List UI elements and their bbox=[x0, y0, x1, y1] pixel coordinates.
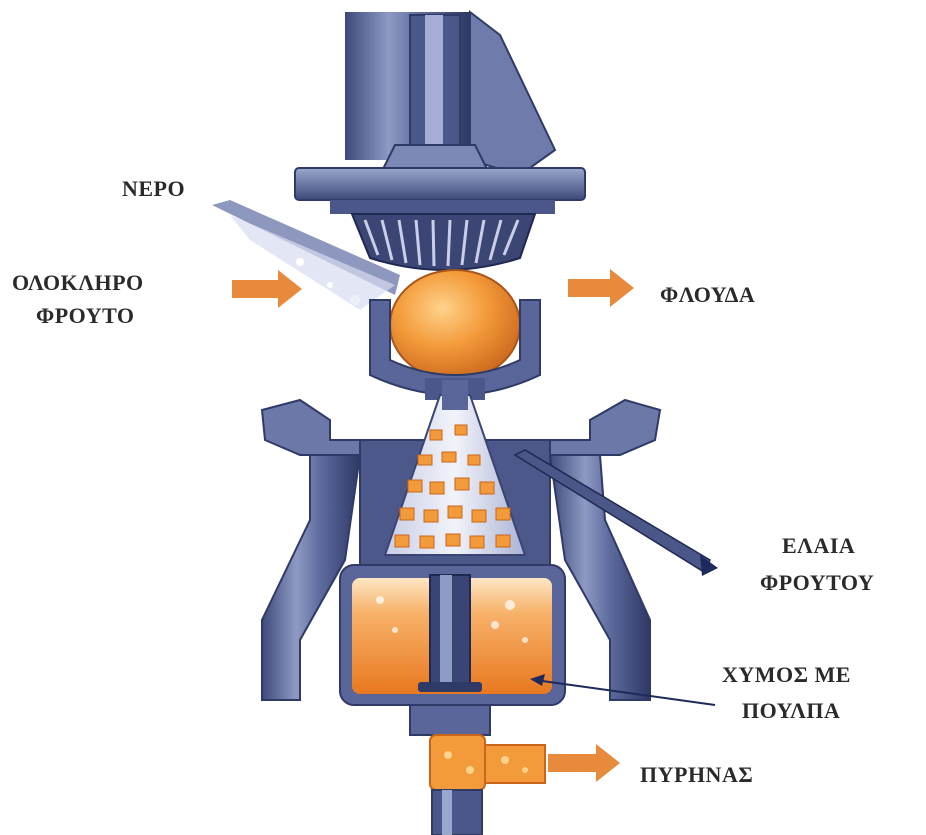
arrow-right-icon bbox=[548, 744, 620, 782]
label-oil-1: ΕΛΑΙΑ bbox=[782, 533, 855, 558]
label-core: ΠΥΡΗΝΑΣ bbox=[640, 762, 753, 787]
core-tube bbox=[410, 705, 545, 835]
label-water: ΝΕΡΟ bbox=[122, 176, 185, 201]
feed-column bbox=[345, 12, 555, 175]
label-whole-fruit-2: ΦΡΟΥΤΟ bbox=[36, 303, 135, 328]
arrow-right-icon bbox=[568, 269, 634, 307]
label-peel: ΦΛΟΥΔΑ bbox=[660, 282, 755, 307]
label-juice-2: ΠΟΥΛΠΑ bbox=[742, 698, 840, 723]
juice-chamber bbox=[340, 565, 565, 705]
label-whole-fruit-1: ΟΛΟΚΛΗΡΟ bbox=[12, 270, 144, 295]
label-oil-2: ΦΡΟΥΤΟΥ bbox=[760, 570, 874, 595]
label-juice-1: ΧΥΜΟΣ ΜΕ bbox=[722, 662, 851, 687]
arrow-right-icon bbox=[232, 270, 302, 308]
fruit bbox=[390, 270, 520, 380]
